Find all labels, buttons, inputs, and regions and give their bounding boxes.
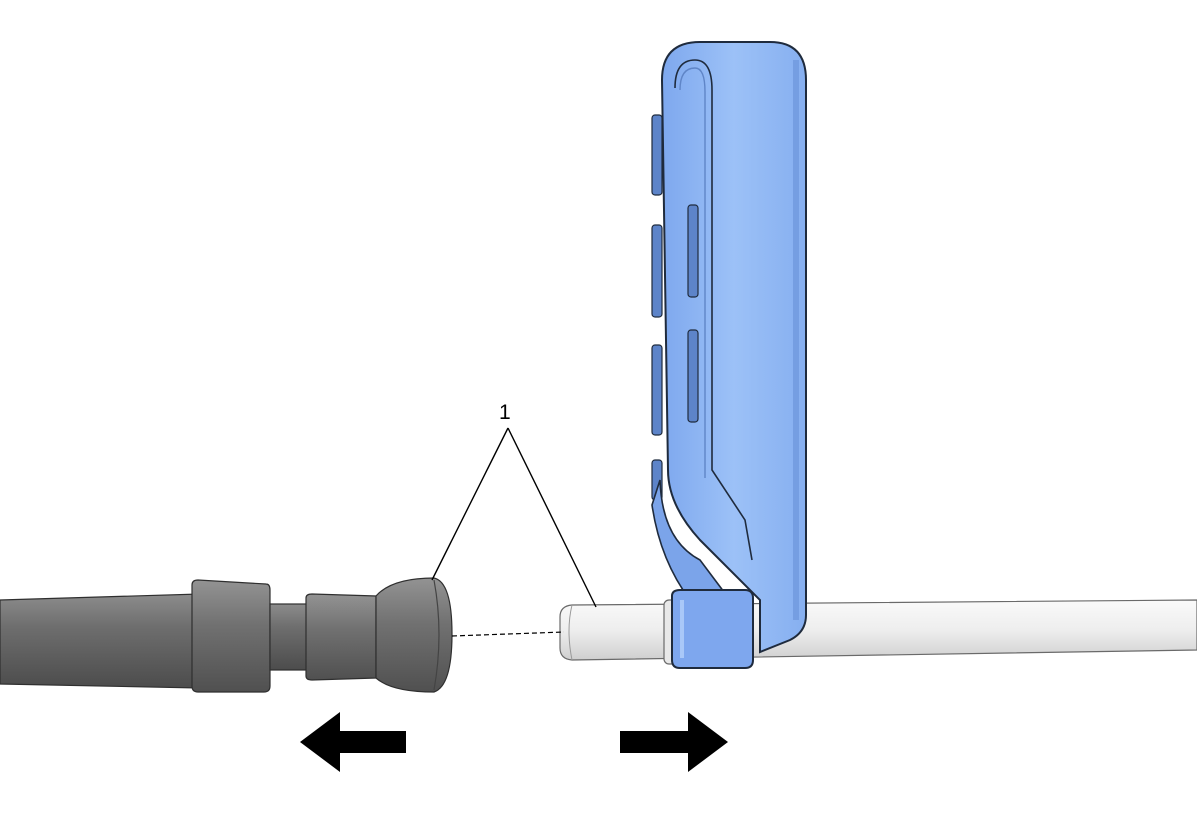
steel-pipe: [559, 599, 1197, 665]
release-clip: [651, 41, 807, 669]
callout-number: 1: [499, 401, 511, 424]
arrow-left-icon: [300, 712, 406, 772]
coolant-hose: [0, 577, 453, 693]
callout-1: 1: [431, 401, 597, 608]
callout-leader-left: [431, 427, 509, 581]
callout-leader-right: [507, 427, 597, 608]
alignment-line: [451, 631, 565, 637]
arrow-right-icon: [620, 712, 728, 772]
